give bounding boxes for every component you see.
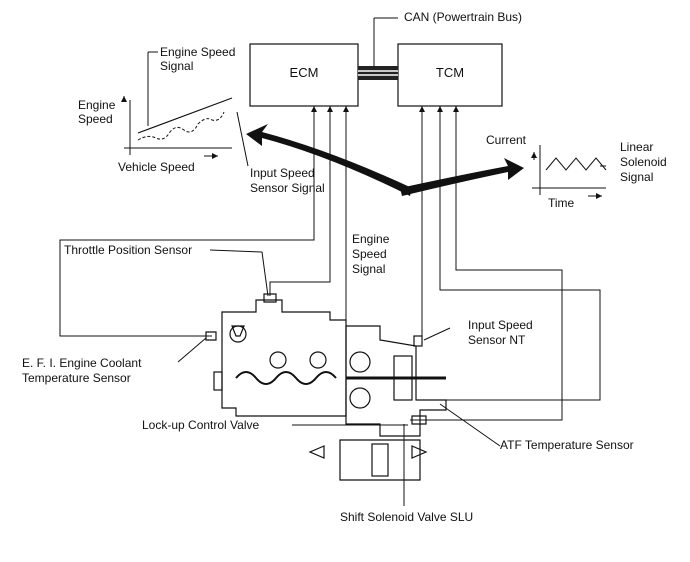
linear-solenoid-signal-label-1: Linear xyxy=(620,140,654,154)
input-speed-sensor-signal-label-1: Input Speed xyxy=(250,166,315,180)
vehicle-speed-axis-label: Vehicle Speed xyxy=(118,160,195,174)
engine-speed-signal-side-label-1: Engine xyxy=(352,232,390,246)
atf-temperature-sensor-label: ATF Temperature Sensor xyxy=(500,438,634,452)
linear-solenoid-signal-label-3: Signal xyxy=(620,170,654,184)
ecm-box xyxy=(249,43,359,107)
can-bus-link xyxy=(358,17,398,80)
engine-speed-signal-label-1: Engine Speed xyxy=(160,45,236,59)
transmission xyxy=(308,325,447,481)
can-bus-label: CAN (Powertrain Bus) xyxy=(404,10,523,24)
coolant-sensor-label-1: E. F. I. Engine Coolant xyxy=(22,356,142,370)
throttle-position-sensor-label: Throttle Position Sensor xyxy=(64,243,193,257)
engine-speed-signal-side-label-2: Speed xyxy=(352,247,387,261)
engine-speed-axis-label-2: Speed xyxy=(78,112,113,126)
tcm-label: TCM xyxy=(435,65,465,80)
signal-wires xyxy=(59,106,601,421)
engine-block xyxy=(205,293,347,417)
linear-solenoid-signal-label-2: Solenoid xyxy=(620,155,667,169)
lockup-control-valve-label: Lock-up Control Valve xyxy=(142,418,260,432)
input-speed-sensor-nt-label-1: Input Speed xyxy=(468,318,533,332)
input-speed-sensor-nt-label-2: Sensor NT xyxy=(468,333,526,347)
leader-lines xyxy=(177,249,501,506)
shift-solenoid-valve-label: Shift Solenoid Valve SLU xyxy=(340,510,474,524)
coolant-sensor-label-2: Temperature Sensor xyxy=(22,371,131,385)
engine-speed-graph xyxy=(121,51,249,167)
input-speed-sensor-signal-label-2: Sensor Signal xyxy=(250,181,325,195)
linear-solenoid-graph xyxy=(531,145,607,199)
engine-speed-axis-label-1: Engine xyxy=(78,98,116,112)
engine-speed-signal-side-label-3: Signal xyxy=(352,262,386,276)
current-axis-label: Current xyxy=(486,133,527,147)
tcm-box xyxy=(397,43,503,107)
curved-arrows xyxy=(246,124,524,196)
time-axis-label: Time xyxy=(548,196,575,210)
ecm-label: ECM xyxy=(289,65,319,80)
engine-speed-signal-label-2: Signal xyxy=(160,59,194,73)
